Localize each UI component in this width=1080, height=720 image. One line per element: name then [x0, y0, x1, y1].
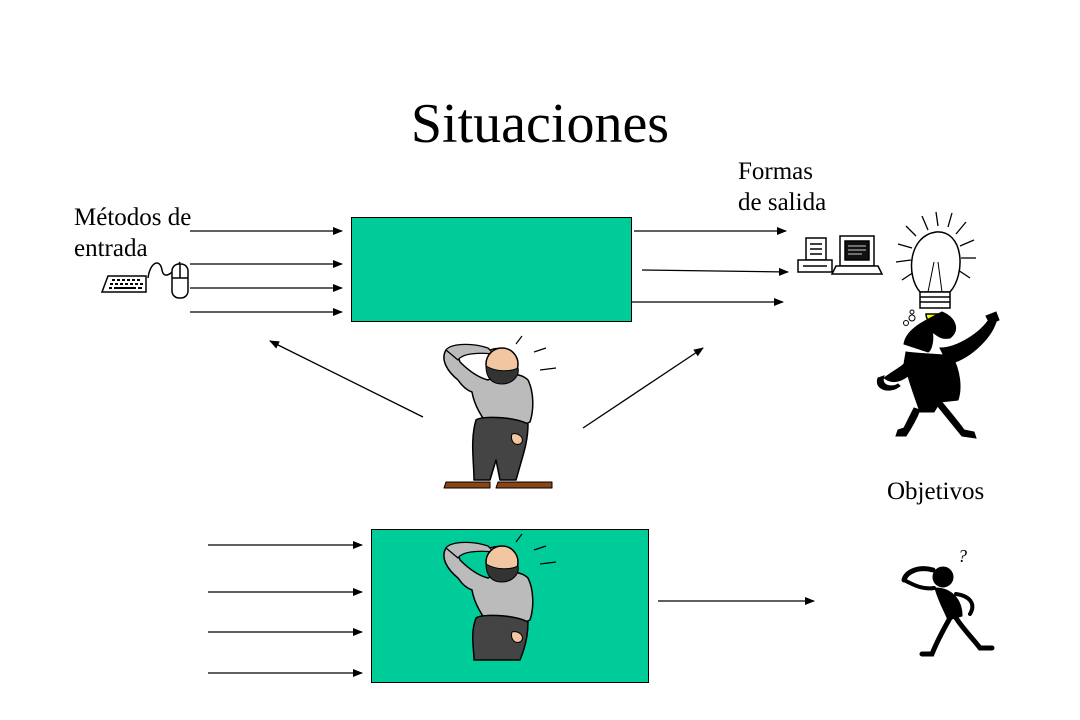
confused-person-icon: ? [901, 546, 995, 657]
input-methods-label-line2: entrada [74, 235, 148, 262]
output-forms-label-line1: Formas [738, 158, 813, 185]
keyboard-icon [100, 275, 147, 293]
process-box-top [351, 217, 632, 322]
thinking-person-icon [876, 311, 1000, 439]
input-methods-label: Métodos de entrada [74, 202, 191, 264]
light-bulb-icon [895, 211, 976, 326]
slide-title: Situaciones [410, 93, 670, 155]
input-arrows-bottom [208, 541, 363, 677]
question-mark-icon: ? [958, 546, 967, 566]
scratching-head-person-icon [443, 335, 557, 489]
scratching-head-person-icon-bottom [443, 533, 557, 661]
goals-label: Objetivos [887, 478, 985, 505]
input-methods-label-line1: Métodos de [74, 204, 192, 231]
diagonal-arrow-left [269, 340, 424, 418]
output-forms-label-line2: de salida [738, 189, 827, 216]
monitor-icon [830, 235, 884, 275]
diagonal-arrow-right [582, 347, 704, 429]
output-arrow [641, 267, 789, 276]
diagonal-arrows [269, 340, 704, 429]
mouse-icon [147, 261, 189, 299]
printer-icon [797, 237, 833, 273]
input-arrows-top [190, 227, 343, 316]
output-arrows-top [632, 227, 789, 306]
output-forms-label: Formas de salida [738, 156, 826, 218]
